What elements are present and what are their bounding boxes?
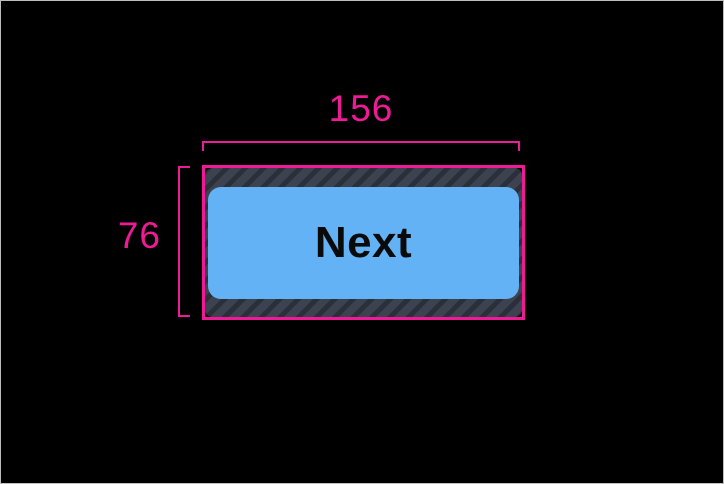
- height-dimension-label: 76: [117, 215, 161, 256]
- height-measure-bracket: [178, 166, 190, 317]
- width-dimension-label: 156: [328, 88, 394, 129]
- width-measure-bracket: [202, 141, 520, 151]
- next-button[interactable]: Next: [208, 187, 519, 299]
- padding-hatch-area: Next: [205, 168, 522, 317]
- selection-bounds-box: Next: [202, 165, 525, 320]
